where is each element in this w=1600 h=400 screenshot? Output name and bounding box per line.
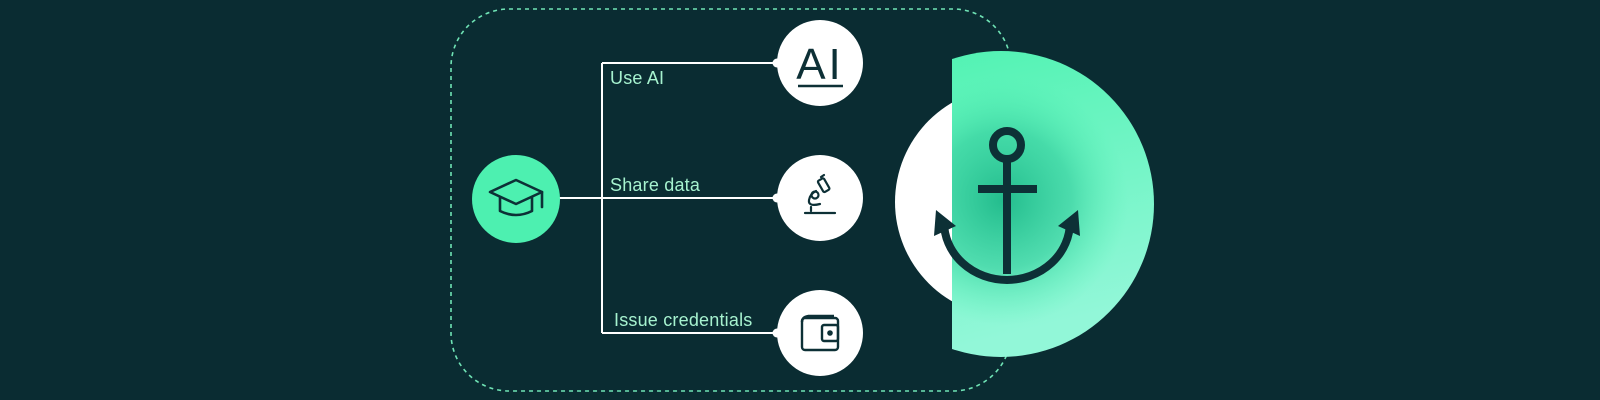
ai-text-icon: AI <box>796 40 844 89</box>
anchor-badge <box>895 51 1154 357</box>
microscope-icon <box>803 173 837 215</box>
branch-label-share-data: Share data <box>610 175 701 195</box>
branch-label-use-ai: Use AI <box>610 68 665 88</box>
branch-label-issue-credentials: Issue credentials <box>614 310 753 330</box>
graduation-cap-icon <box>488 178 544 217</box>
hub-node <box>472 155 560 243</box>
anchor-icon <box>934 127 1080 284</box>
wallet-icon <box>800 314 840 352</box>
ai-icon-text: AI <box>796 40 844 89</box>
connector-lines <box>557 62 777 334</box>
issue-node <box>777 290 863 376</box>
share-node <box>777 155 863 241</box>
ai-node: AI <box>777 20 863 106</box>
